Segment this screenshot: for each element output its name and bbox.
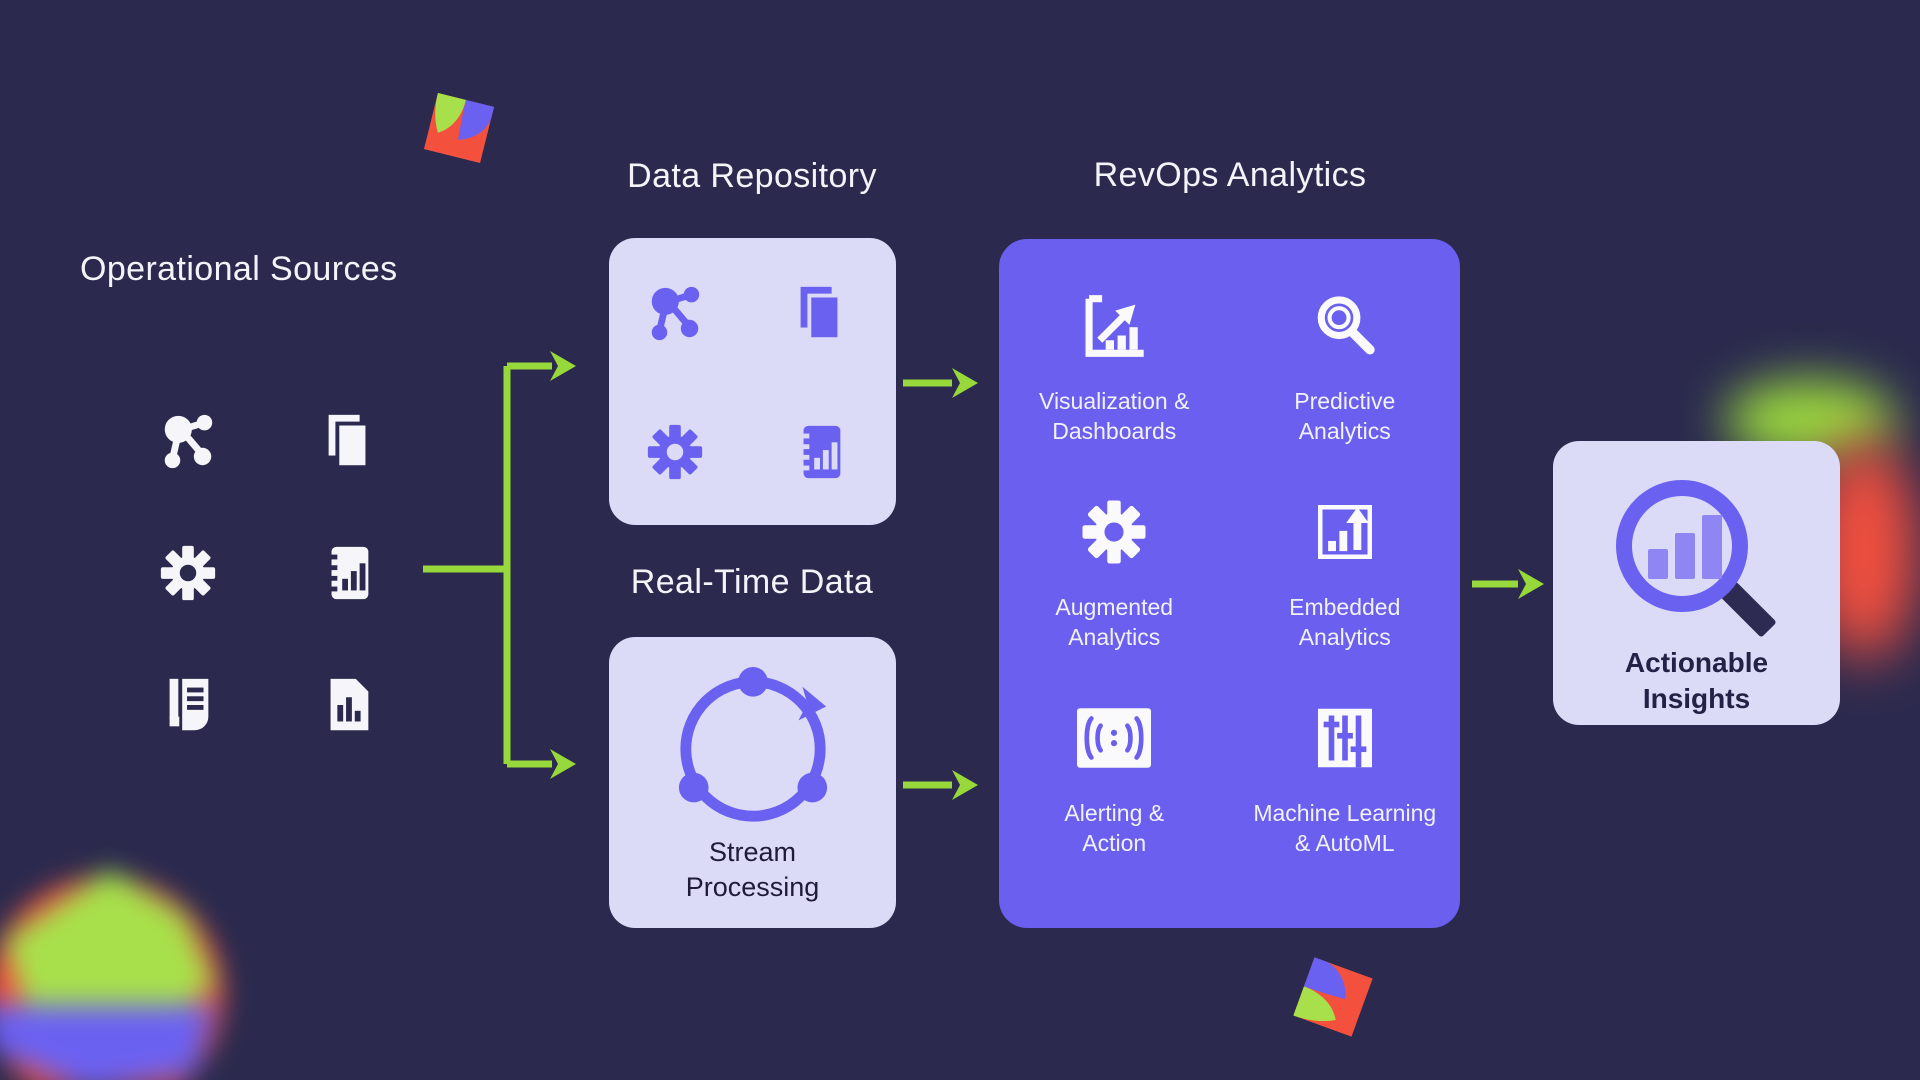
revops-item-embedded: Embedded Analytics xyxy=(1230,489,1461,695)
data-repository-box xyxy=(609,238,896,525)
gear-icon xyxy=(160,545,216,601)
revops-item-alerting: Alerting & Action xyxy=(999,695,1230,901)
network-icon xyxy=(651,286,700,341)
gear-icon xyxy=(647,424,703,480)
pinwheel-icon xyxy=(1293,957,1373,1037)
network-icon xyxy=(164,414,213,469)
revops-analytics-panel: Visualization & Dashboards Predictive An… xyxy=(999,239,1460,928)
decorative-blob xyxy=(0,870,223,1080)
actionable-insights-label: Actionable Insights xyxy=(1624,647,1769,715)
revops-item-visualization: Visualization & Dashboards xyxy=(999,283,1230,489)
revops-item-augmented: Augmented Analytics xyxy=(999,489,1230,695)
revops-item-predictive: Predictive Analytics xyxy=(1230,283,1461,489)
real-time-data-title: Real-Time Data xyxy=(630,563,874,601)
revops-item-label: Visualization & Dashboards xyxy=(1039,388,1190,444)
report-icon xyxy=(328,546,369,600)
operational-sources-icons xyxy=(157,410,379,736)
doc-chart-icon xyxy=(330,678,369,731)
stream-processing-box: Stream Processing xyxy=(609,637,896,928)
magnifier-bars-icon xyxy=(1615,480,1776,637)
revops-item-label: Alerting & Action xyxy=(1064,800,1165,856)
stream-processing-label: Stream Processing xyxy=(685,837,820,902)
revops-item-label: Augmented Analytics xyxy=(1055,594,1174,650)
chart-growth-icon xyxy=(1085,295,1144,357)
pinwheel-icon xyxy=(423,92,495,164)
gear-icon xyxy=(1082,500,1146,564)
data-repository-icons xyxy=(609,238,896,483)
revops-analytics-title: RevOps Analytics xyxy=(1093,156,1367,194)
operational-sources-title: Operational Sources xyxy=(80,250,398,288)
revops-item-label: Predictive Analytics xyxy=(1294,388,1396,444)
revops-item-label: Machine Learning & AutoML xyxy=(1253,800,1437,856)
copy-icon xyxy=(800,286,842,342)
sliders-icon xyxy=(1317,708,1372,768)
report-icon xyxy=(800,425,841,479)
revops-item-label: Embedded Analytics xyxy=(1289,594,1401,650)
broadcast-icon xyxy=(1077,708,1152,768)
actionable-insights-box: Actionable Insights xyxy=(1553,441,1840,725)
magnifier-icon xyxy=(1317,296,1375,355)
data-repository-title: Data Repository xyxy=(627,157,877,195)
bar-arrow-icon xyxy=(1317,505,1372,559)
copy-icon xyxy=(328,414,370,470)
revops-item-ml: Machine Learning & AutoML xyxy=(1230,695,1461,901)
news-icon xyxy=(169,678,209,731)
stream-cycle-icon xyxy=(678,666,827,822)
